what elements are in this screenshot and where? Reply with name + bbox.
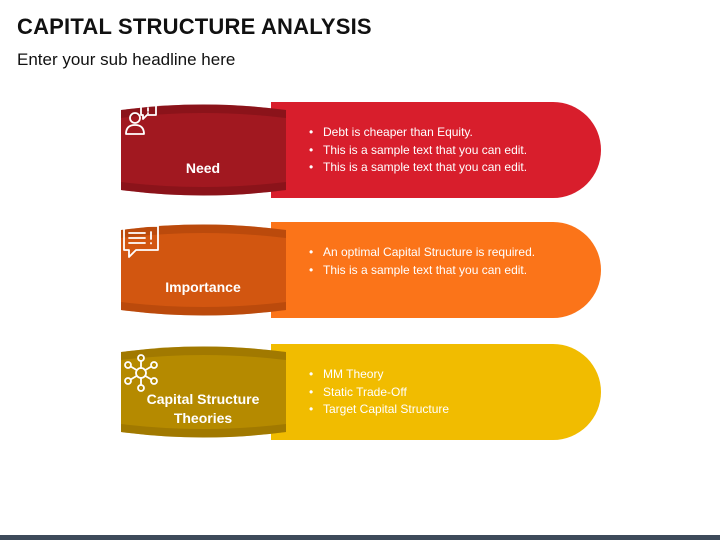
bullet-item: Target Capital Structure: [309, 401, 559, 419]
theories-label: Capital Structure Theories: [146, 391, 260, 426]
page-title: CAPITAL STRUCTURE ANALYSIS: [17, 14, 372, 39]
speech-alert-icon: [123, 225, 159, 258]
person-chat-icon: [125, 104, 157, 135]
need-tab-shape: [121, 104, 286, 196]
footer-bar: [0, 535, 720, 540]
theories-tab-shape: [121, 346, 286, 438]
bullet-item: MM Theory: [309, 366, 559, 384]
row-importance: Importance An optimal Capital Structure …: [121, 222, 601, 318]
need-label: Need: [185, 160, 221, 176]
theories-tab: Capital Structure Theories: [121, 344, 286, 440]
row-theories: Capital Structure Theories MM Theory Sta…: [121, 344, 601, 440]
network-nodes-icon: [124, 354, 158, 392]
importance-tab-shape: [121, 224, 286, 316]
bullet-item: Static Trade-Off: [309, 384, 559, 402]
importance-tab: Importance: [121, 222, 286, 318]
bullet-item: An optimal Capital Structure is required…: [309, 244, 559, 262]
row-need: Need Debt is cheaper than Equity. This i…: [121, 102, 601, 198]
bullet-item: Debt is cheaper than Equity.: [309, 124, 559, 142]
bullet-item: This is a sample text that you can edit.: [309, 142, 559, 160]
bullet-item: This is a sample text that you can edit.: [309, 262, 559, 280]
need-tab: Need: [121, 102, 286, 198]
importance-label: Importance: [165, 279, 241, 295]
theories-bullets: MM Theory Static Trade-Off Target Capita…: [309, 366, 559, 419]
importance-bullets: An optimal Capital Structure is required…: [309, 244, 559, 279]
need-bullets: Debt is cheaper than Equity. This is a s…: [309, 124, 559, 177]
page-subtitle: Enter your sub headline here: [17, 50, 236, 69]
bullet-item: This is a sample text that you can edit.: [309, 159, 559, 177]
